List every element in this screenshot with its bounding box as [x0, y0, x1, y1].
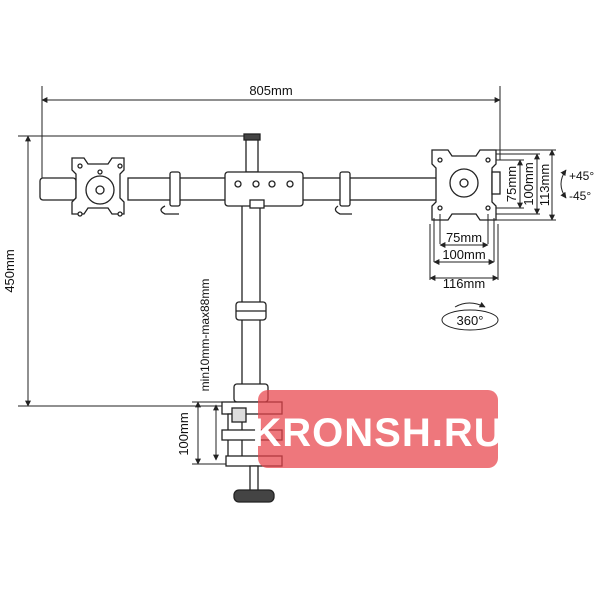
arm: [127, 171, 439, 215]
width-label: 805mm: [249, 83, 292, 98]
clamp-thickness-label: 100mm: [176, 412, 191, 455]
vesa-outer-width-label: 100mm: [442, 247, 485, 262]
rotation-label: 360°: [457, 313, 484, 328]
clamp-range-label: min10mm-max88mm: [198, 279, 212, 392]
vesa-inner-width-label: 75mm: [446, 230, 482, 245]
watermark: KRONSH.RU: [252, 390, 503, 468]
right-vesa-plate: [431, 149, 501, 221]
vesa-outer-height-label: 100mm: [521, 162, 536, 205]
height-label: 450mm: [2, 249, 17, 292]
tilt-up-label: +45°: [569, 169, 594, 183]
watermark-text: KRONSH.RU: [252, 411, 503, 455]
plate-width-label: 116mm: [443, 276, 485, 291]
left-vesa-plate: [39, 157, 125, 217]
height-dimension: [18, 135, 250, 407]
plate-height-label: 113mm: [537, 164, 552, 206]
vesa-inner-height-label: 75mm: [504, 166, 519, 202]
tilt-down-label: -45°: [569, 189, 591, 203]
width-dimension: [41, 86, 501, 180]
rotation-arrow-icon: [454, 301, 486, 308]
rotation-ellipse-icon: [441, 309, 499, 331]
tilt-arrow-icon: [560, 169, 567, 199]
vesa-horizontal-dimensions: [429, 214, 499, 281]
vesa-vertical-dimensions: [496, 149, 556, 221]
